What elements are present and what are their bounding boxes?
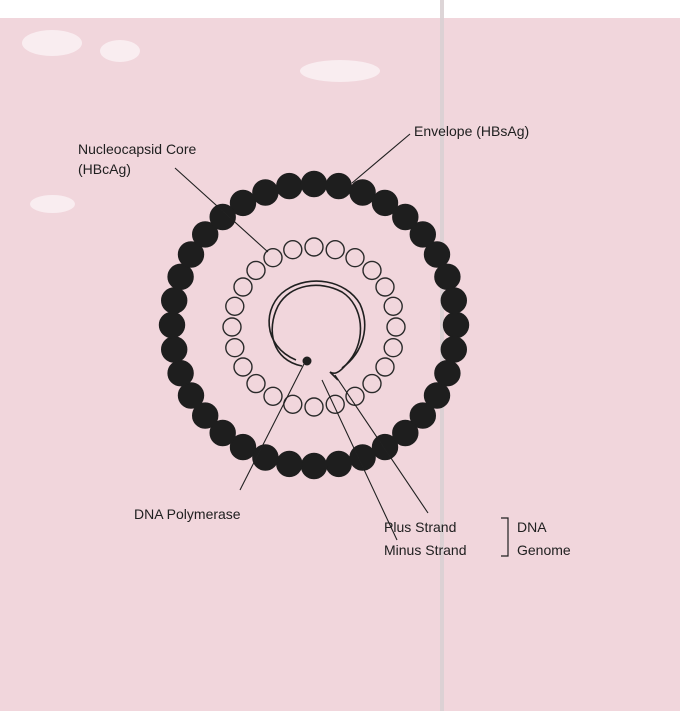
envelope-bead: [162, 337, 187, 362]
envelope-bead: [441, 288, 466, 313]
envelope-bead: [326, 451, 351, 476]
core-capsomer: [234, 358, 252, 376]
genome-bracket: [501, 518, 508, 556]
core-capsomer: [305, 238, 323, 256]
plus-strand-label: Plus Strand: [384, 518, 456, 536]
core-capsomer: [376, 278, 394, 296]
envelope-bead: [441, 337, 466, 362]
minus-strand-path: [269, 281, 365, 368]
core-capsomer: [247, 261, 265, 279]
dna-polymerase-label: DNA Polymerase: [134, 505, 241, 523]
envelope-bead: [277, 174, 302, 199]
envelope-bead: [350, 180, 375, 205]
core-capsomer: [247, 375, 265, 393]
core-capsomer: [326, 395, 344, 413]
core-capsomer: [223, 318, 241, 336]
envelope-bead: [444, 313, 469, 338]
leader-envelope: [352, 134, 410, 183]
envelope-bead: [277, 451, 302, 476]
envelope-bead: [373, 435, 398, 460]
envelope-bead: [253, 180, 278, 205]
core-capsomer: [363, 375, 381, 393]
envelope-bead: [231, 190, 256, 215]
core-capsomer: [326, 241, 344, 259]
core-capsomer: [363, 261, 381, 279]
dna-genome-label-line1: DNA: [517, 518, 547, 536]
nucleocapsid-antigen-label: (HBcAg): [78, 160, 131, 178]
envelope-bead: [326, 174, 351, 199]
dna-polymerase-dot: [303, 357, 311, 365]
core-capsomer: [234, 278, 252, 296]
envelope-bead: [425, 242, 450, 267]
envelope-label: Envelope (HBsAg): [414, 122, 529, 140]
envelope-bead: [179, 383, 204, 408]
core-capsomer: [226, 339, 244, 357]
envelope-bead: [168, 264, 193, 289]
envelope-bead: [302, 172, 327, 197]
envelope-bead: [302, 454, 327, 479]
envelope-bead: [168, 361, 193, 386]
core-capsomer: [384, 339, 402, 357]
leader-plus-strand: [335, 375, 428, 513]
core-capsomer: [376, 358, 394, 376]
envelope-bead: [160, 313, 185, 338]
core-capsomer: [226, 297, 244, 315]
envelope-bead: [162, 288, 187, 313]
envelope-ring: [160, 172, 469, 479]
core-capsomer: [264, 387, 282, 405]
nucleocapsid-core-ring: [223, 238, 405, 416]
envelope-bead: [435, 264, 460, 289]
core-capsomer: [346, 249, 364, 267]
core-capsomer: [384, 297, 402, 315]
dna-genome-label-line2: Genome: [517, 541, 571, 559]
plus-strand-path: [272, 285, 360, 373]
core-capsomer: [284, 241, 302, 259]
minus-strand-label: Minus Strand: [384, 541, 466, 559]
core-capsomer: [387, 318, 405, 336]
dna-genome: [269, 281, 365, 380]
core-capsomer: [305, 398, 323, 416]
envelope-bead: [435, 361, 460, 386]
nucleocapsid-core-label: Nucleocapsid Core: [78, 140, 196, 158]
